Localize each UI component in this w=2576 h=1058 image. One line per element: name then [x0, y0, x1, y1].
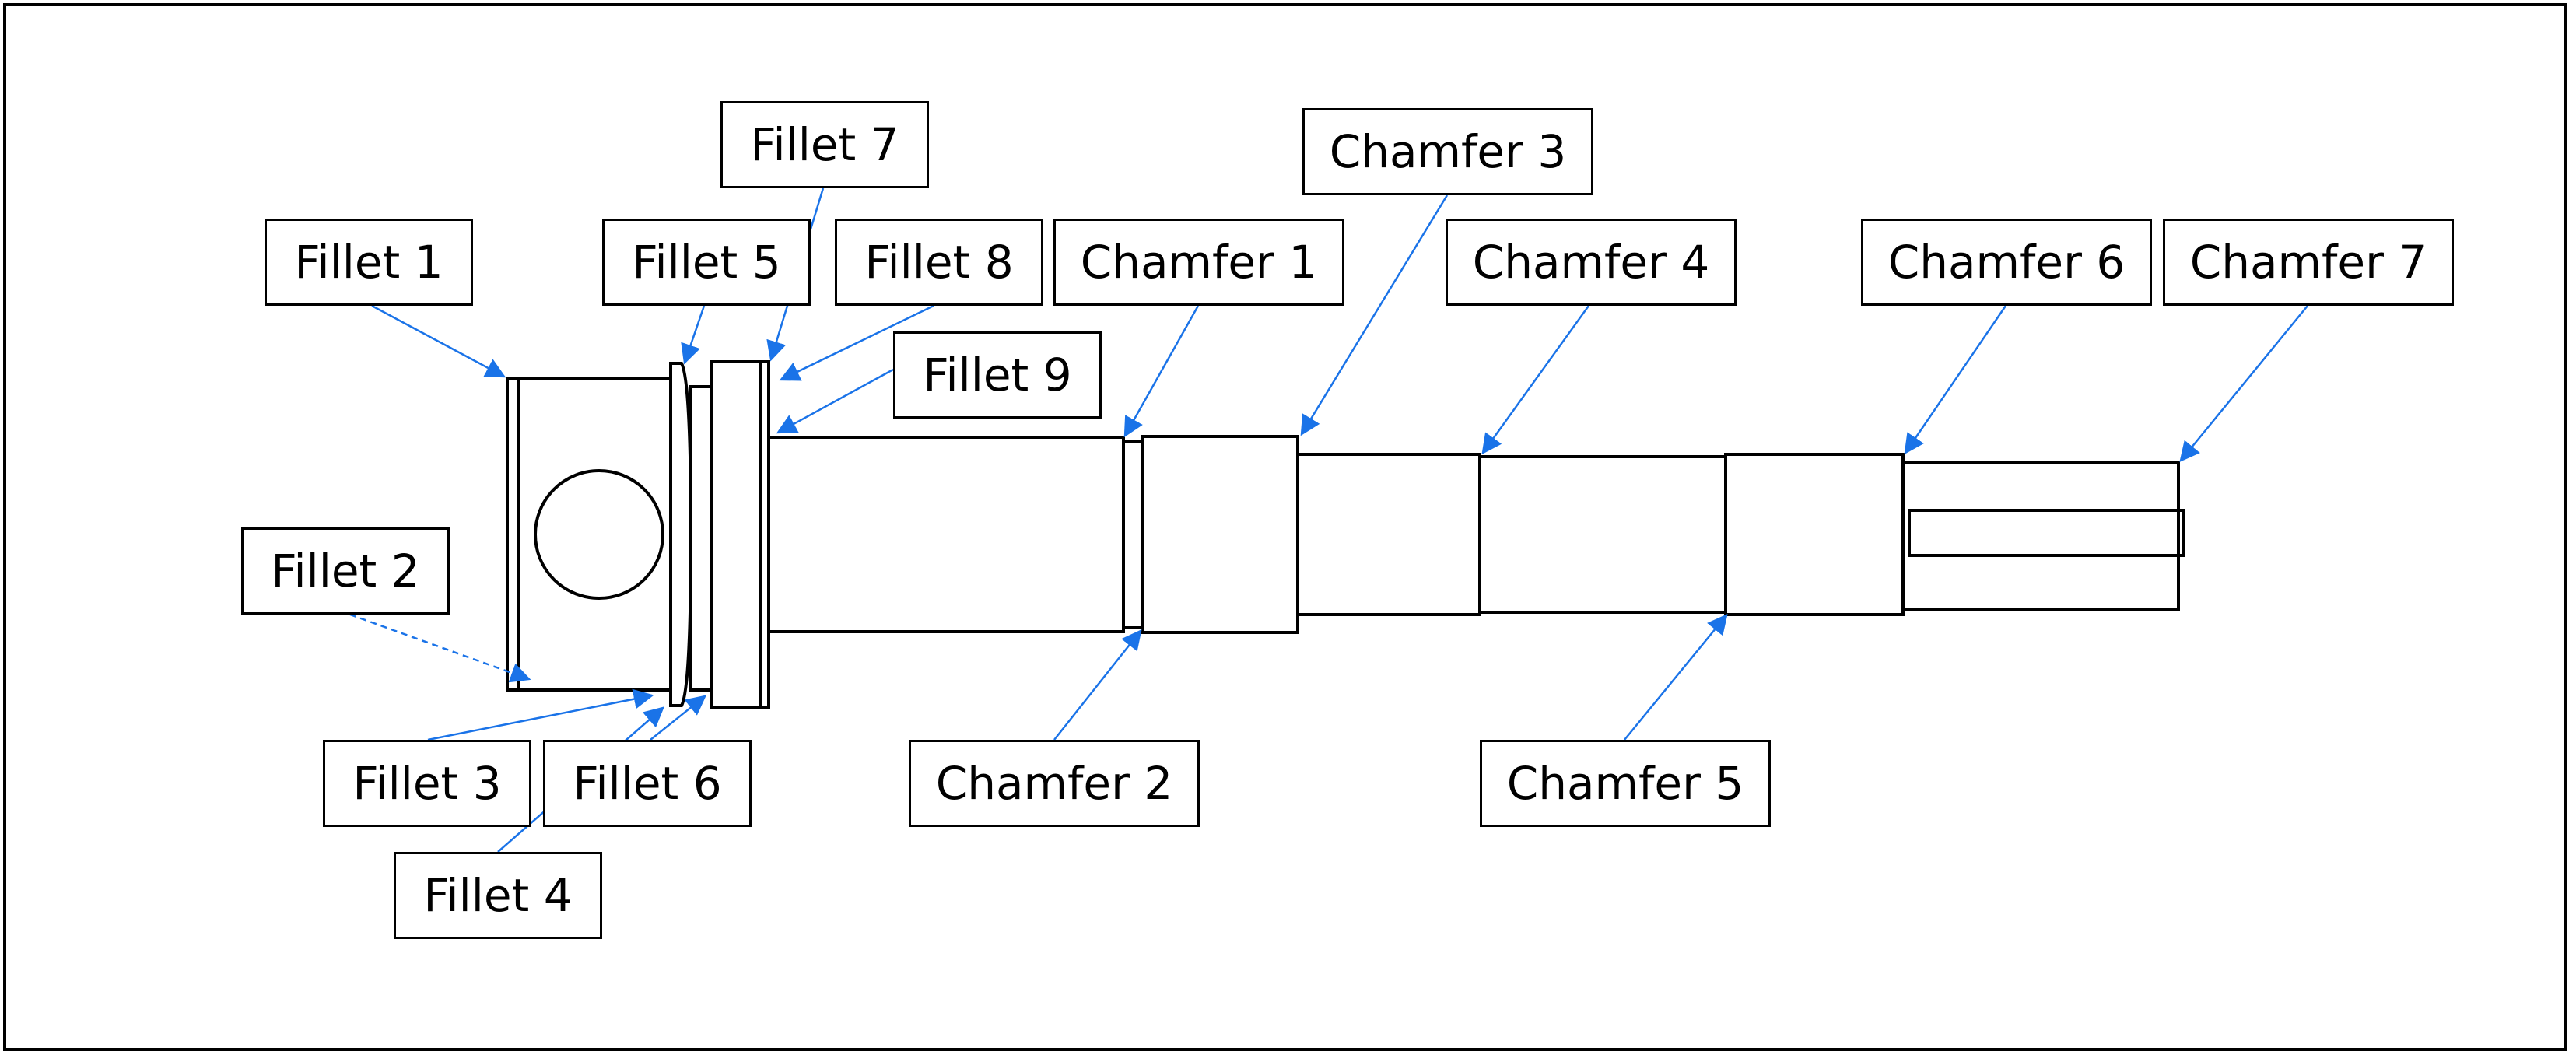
leader-fillet-3 [427, 688, 654, 741]
label-fillet-5: Fillet 5 [602, 219, 811, 306]
label-fillet-6: Fillet 6 [543, 740, 752, 827]
flange-1 [669, 362, 693, 707]
label-chamfer-4: Chamfer 4 [1446, 219, 1737, 306]
step-section-2 [1478, 455, 1727, 614]
label-chamfer-6: Chamfer 6 [1861, 219, 2152, 306]
leader-chamfer-1 [1123, 305, 1200, 438]
leader-fillet-5 [681, 305, 706, 365]
leader-chamfer-4 [1481, 305, 1590, 455]
leader-fillet-8 [779, 304, 934, 381]
keyway [1908, 509, 2185, 557]
label-fillet-7: Fillet 7 [720, 101, 929, 188]
label-fillet-3: Fillet 3 [323, 740, 531, 827]
label-chamfer-7: Chamfer 7 [2163, 219, 2454, 306]
cross-hole [534, 469, 664, 600]
label-fillet-4: Fillet 4 [394, 852, 602, 939]
leader-chamfer-5 [1624, 613, 1728, 741]
step-section-3 [1724, 453, 1905, 616]
label-chamfer-3: Chamfer 3 [1302, 108, 1593, 195]
label-chamfer-2: Chamfer 2 [909, 740, 1200, 827]
step-section-1 [1296, 453, 1481, 616]
label-fillet-9: Fillet 9 [893, 331, 1102, 419]
bearing-seat [1141, 435, 1299, 634]
label-chamfer-5: Chamfer 5 [1480, 740, 1771, 827]
leader-chamfer-3 [1300, 194, 1449, 436]
leader-fillet-1 [371, 304, 506, 378]
label-fillet-1: Fillet 1 [265, 219, 473, 306]
label-fillet-8: Fillet 8 [835, 219, 1043, 306]
neck-section [689, 385, 713, 692]
leader-fillet-2 [349, 613, 531, 683]
leader-fillet-6 [650, 695, 707, 741]
leader-chamfer-2 [1053, 629, 1142, 741]
label-chamfer-1: Chamfer 1 [1053, 219, 1344, 306]
keyed-end [1901, 461, 2180, 611]
main-shaft-section [767, 436, 1125, 633]
shaft-drawing [506, 360, 2185, 709]
leader-chamfer-7 [2179, 305, 2308, 463]
leader-fillet-9 [776, 368, 894, 434]
groove-section [1122, 440, 1144, 629]
leader-chamfer-6 [1904, 305, 2007, 455]
shaft-head-section [506, 377, 672, 692]
label-fillet-2: Fillet 2 [241, 527, 450, 615]
